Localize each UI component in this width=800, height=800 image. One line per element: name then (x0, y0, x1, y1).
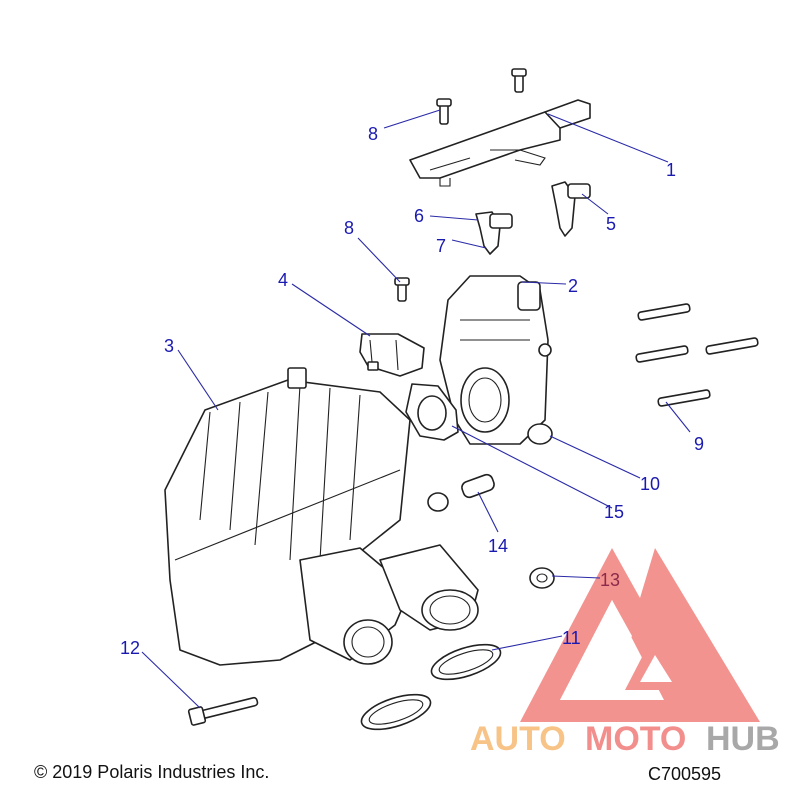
callout-4: 4 (278, 270, 288, 290)
callout-8-lower: 8 (344, 218, 354, 238)
bolt-sensor (394, 277, 410, 302)
watermark-text-hub: HUB (706, 720, 780, 758)
watermark-logo: AUTO MOTO HUB (470, 548, 780, 758)
fuel-rail (409, 99, 591, 187)
callout-3: 3 (164, 336, 174, 356)
intake-manifold (164, 367, 479, 666)
hose-clamps (360, 643, 502, 731)
watermark-text-auto: AUTO (470, 720, 566, 758)
callout-9: 9 (694, 434, 704, 454)
watermark-text-moto: MOTO (585, 720, 686, 758)
spacer-14 (427, 473, 495, 512)
bolt-rail (511, 68, 527, 93)
callout-11: 11 (562, 628, 581, 648)
callout-1: 1 (666, 160, 676, 180)
leader-lines (141, 109, 691, 709)
callout-15: 15 (604, 502, 624, 522)
callout-14: 14 (488, 536, 508, 556)
throttle-gasket (405, 383, 459, 441)
callout-13: 13 (600, 570, 620, 590)
drawing-code: C700595 (648, 764, 722, 784)
callout-5: 5 (606, 214, 616, 234)
callout-12: 12 (120, 638, 140, 658)
nut-13 (529, 567, 555, 589)
copyright-text: © 2019 Polaris Industries Inc. (34, 762, 270, 782)
bolt-upper (436, 98, 452, 125)
fuel-injector-left (475, 211, 513, 255)
fuel-injector-right (551, 181, 591, 237)
bolt-12 (187, 696, 259, 726)
map-sensor (359, 333, 425, 377)
callout-10: 10 (640, 474, 660, 494)
long-bolts (635, 303, 759, 407)
callout-8-upper: 8 (368, 124, 378, 144)
throttle-body (439, 275, 552, 445)
callout-2: 2 (568, 276, 578, 296)
spacer-10 (527, 423, 553, 445)
callout-6: 6 (414, 206, 424, 226)
callout-labels: 1 2 3 4 5 6 7 8 8 9 10 11 12 13 14 15 (120, 124, 704, 658)
callout-7: 7 (436, 236, 446, 256)
